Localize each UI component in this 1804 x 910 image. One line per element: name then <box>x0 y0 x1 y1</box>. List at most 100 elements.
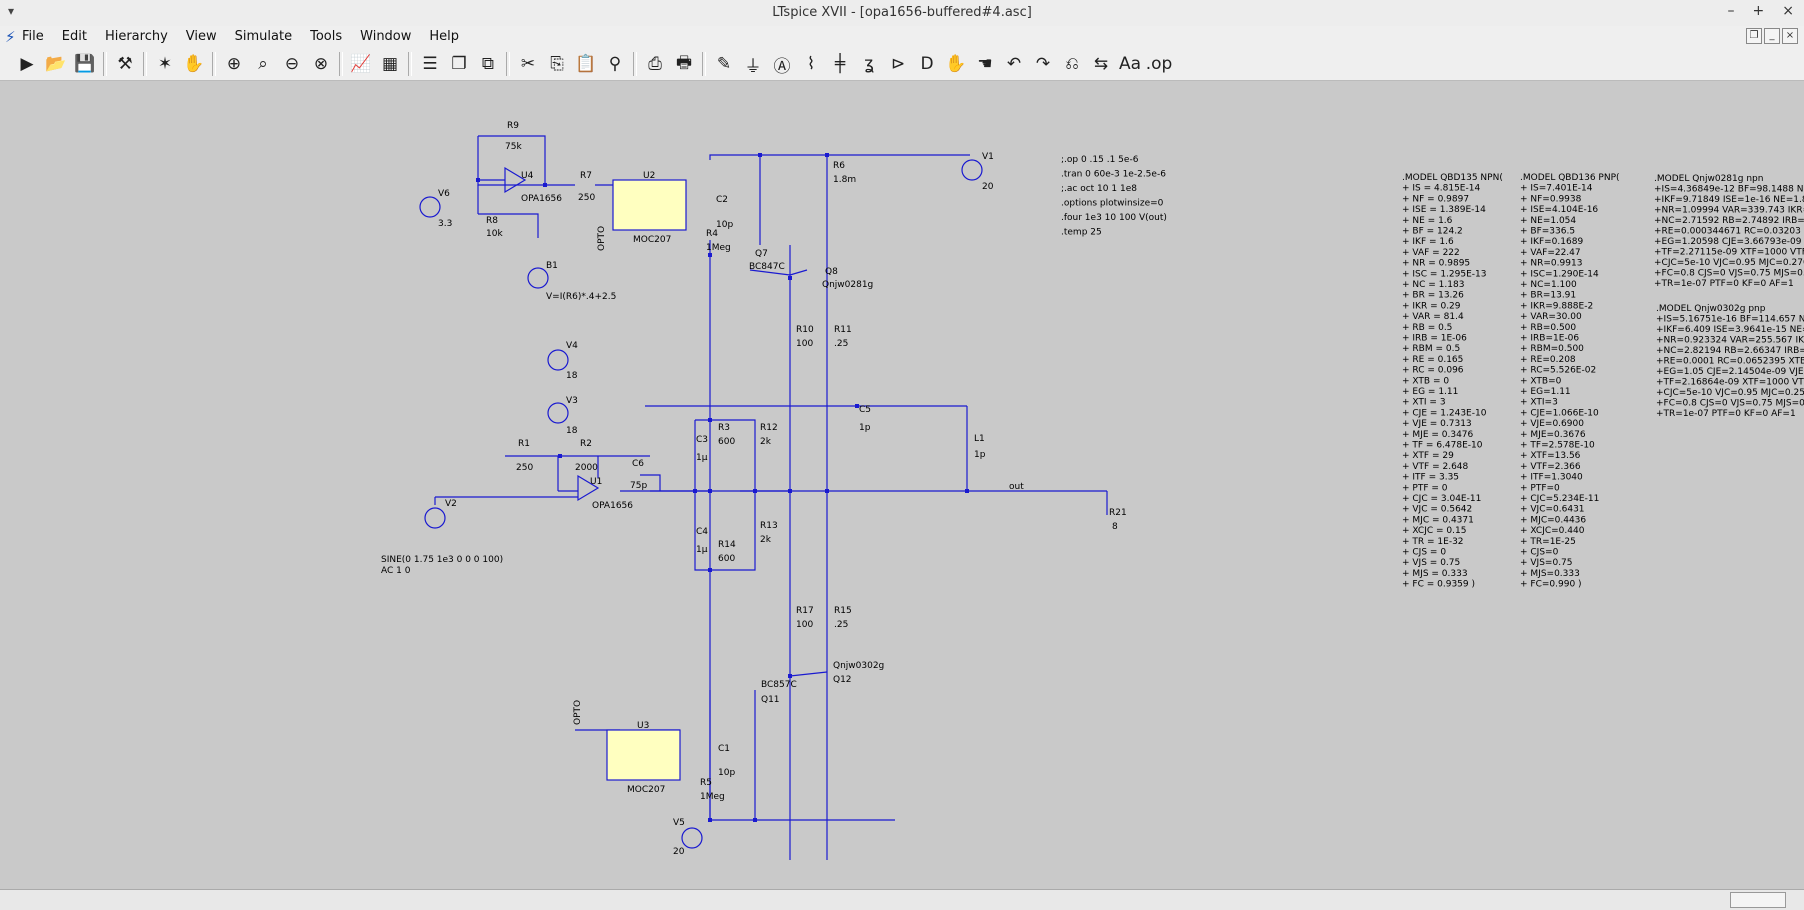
menu-file[interactable]: File <box>22 29 44 44</box>
open-icon[interactable]: 📂 <box>45 54 67 74</box>
move-icon[interactable]: ✋ <box>945 54 967 74</box>
opamp-u1[interactable] <box>577 474 600 502</box>
mdi-close-icon[interactable]: × <box>1782 28 1798 44</box>
c2-value: 10p <box>716 220 733 230</box>
print-preview-icon[interactable]: ⎙ <box>648 54 662 74</box>
copy-icon[interactable]: ⎘ <box>550 54 564 74</box>
net-label-out[interactable]: out <box>1009 482 1024 492</box>
model4-line: +EG=1.05 CJE=2.14504e-09 VJE=0 <box>1656 367 1804 377</box>
model2-line: + NC=1.100 <box>1520 280 1577 290</box>
r11-ref: R11 <box>834 325 852 335</box>
run-icon[interactable]: ▶ <box>20 54 34 74</box>
cascade-icon[interactable]: ❐ <box>451 54 467 74</box>
halt-icon[interactable]: ✶ <box>157 54 173 74</box>
waveform-icon[interactable]: 📈 <box>350 54 372 74</box>
model4-line: +NR=0.923324 VAR=255.567 IKR= <box>1656 336 1804 346</box>
model1-line: + MJE = 0.3476 <box>1402 430 1474 440</box>
voltage-source-v3[interactable] <box>547 402 569 424</box>
redo-icon[interactable]: ↷ <box>1035 54 1051 74</box>
print-icon[interactable]: 🖶 <box>675 52 693 73</box>
net-label-opto-top[interactable]: OPTO <box>597 226 607 251</box>
v4-ref: V4 <box>566 341 578 351</box>
wire-icon[interactable]: ✎ <box>716 54 732 74</box>
find-icon[interactable]: ⚲ <box>608 54 622 74</box>
opamp-u4[interactable] <box>504 166 527 194</box>
resistor-icon[interactable]: ⌇ <box>806 54 816 74</box>
model1-line: + IKF = 1.6 <box>1402 237 1454 247</box>
model-qbd135[interactable]: .MODEL QBD135 NPN(+ IS = 4.815E-14+ NF =… <box>1402 173 1503 590</box>
voltage-source-b1[interactable] <box>527 267 549 289</box>
r11-value: .25 <box>834 339 848 349</box>
minimize-button[interactable]: – <box>1727 3 1735 19</box>
capacitor-icon[interactable]: ╪ <box>834 54 846 74</box>
menu-view[interactable]: View <box>185 29 217 44</box>
optocoupler-u2[interactable] <box>612 179 687 231</box>
schematic-canvas[interactable]: R9 75k R7 250 R8 10k U4 OPA1656 U2 MOC20… <box>0 81 1804 889</box>
model4-line: +TR=1e-07 PTF=0 KF=0 AF=1 <box>1656 409 1796 419</box>
inductor-icon[interactable]: ʓ <box>864 54 874 74</box>
voltage-source-v2[interactable] <box>424 507 446 529</box>
r10-value: 100 <box>796 339 813 349</box>
voltage-source-v1[interactable] <box>961 159 983 181</box>
diode-icon[interactable]: ⊳ <box>890 54 906 74</box>
voltage-source-v4[interactable] <box>547 349 569 371</box>
label-icon[interactable]: Ⓐ <box>773 56 791 77</box>
menu-bar: ⚡ File Edit Hierarchy View Simulate Tools Wind… <box>0 26 1804 49</box>
directives-line: ;.ac oct 10 1 1e8 <box>1061 184 1137 194</box>
net-label-opto-bottom[interactable]: OPTO <box>573 700 583 725</box>
c6-value: 75p <box>630 481 647 491</box>
menu-hierarchy[interactable]: Hierarchy <box>104 29 168 44</box>
undo-icon[interactable]: ↶ <box>1006 54 1022 74</box>
model1-line: + IRB = 1E-06 <box>1402 334 1467 344</box>
maximize-button[interactable]: + <box>1752 3 1765 19</box>
control-panel-icon[interactable]: ⚒ <box>117 54 133 74</box>
zoom-in-icon[interactable]: ⊕ <box>226 54 242 74</box>
menu-edit[interactable]: Edit <box>61 29 87 44</box>
ground-icon[interactable]: ⏚ <box>744 56 762 77</box>
zoom-cancel-icon[interactable]: ⊗ <box>313 54 329 74</box>
model2-line: + RC=5.526E-02 <box>1520 366 1596 376</box>
model-qnjw0281g[interactable]: .MODEL Qnjw0281g npn+IS=4.36849e-12 BF=9… <box>1654 174 1804 289</box>
q12-value: Qnjw0302g <box>833 661 884 671</box>
zoom-fit-icon[interactable]: ⌕ <box>258 54 268 74</box>
r14-value: 600 <box>718 554 735 564</box>
mdi-minimize-icon[interactable]: _ <box>1764 28 1780 44</box>
model4-line: .MODEL Qnjw0302g pnp <box>1656 304 1766 314</box>
spice-directives[interactable]: ;.op 0 .15 .1 5e-6.tran 0 60e-3 1e-2.5e-… <box>1061 155 1167 238</box>
menu-window[interactable]: Window <box>360 29 412 44</box>
component-icon[interactable]: D <box>920 54 934 74</box>
menu-tools[interactable]: Tools <box>310 29 343 44</box>
model-qbd136[interactable]: .MODEL QBD136 PNP(+ IS=7.401E-14+ NF=0.9… <box>1520 173 1620 590</box>
pan-hand-icon[interactable]: ✋ <box>183 54 205 74</box>
tile-horizontal-icon[interactable]: ☰ <box>422 54 438 74</box>
u4-value: OPA1656 <box>521 194 562 204</box>
ltspice-app-icon[interactable]: ⚡ <box>5 28 16 46</box>
model4-line: +RE=0.0001 RC=0.0652395 XTB=1 <box>1656 357 1804 367</box>
rotate-icon[interactable]: ⎌ <box>1065 54 1079 74</box>
waveform-alt-icon[interactable]: ▦ <box>381 54 399 74</box>
cut-icon[interactable]: ✂ <box>520 54 536 74</box>
spice-directive-icon[interactable]: .op <box>1145 54 1173 74</box>
model-qnjw0302g[interactable]: .MODEL Qnjw0302g pnp+IS=5.16751e-16 BF=1… <box>1656 304 1804 419</box>
text-icon[interactable]: Aa <box>1118 54 1142 74</box>
r4-value: 1Meg <box>706 243 731 253</box>
paste-icon[interactable]: 📋 <box>575 54 597 74</box>
mdi-restore-icon[interactable]: ❐ <box>1746 28 1762 44</box>
drag-icon[interactable]: ☚ <box>977 54 993 74</box>
menu-help[interactable]: Help <box>429 29 460 44</box>
zoom-out-icon[interactable]: ⊖ <box>284 54 300 74</box>
tile-vertical-icon[interactable]: ⧉ <box>481 54 495 74</box>
r15-value: .25 <box>834 620 848 630</box>
window-menu-icon[interactable]: ▾ <box>8 4 15 18</box>
close-button[interactable]: × <box>1782 3 1794 19</box>
r13-value: 2k <box>760 535 772 545</box>
mirror-icon[interactable]: ⇆ <box>1093 54 1109 74</box>
menu-simulate[interactable]: Simulate <box>234 29 293 44</box>
model2-line: + IS=7.401E-14 <box>1520 184 1593 194</box>
optocoupler-u3[interactable] <box>606 729 681 781</box>
save-icon[interactable]: 💾 <box>74 54 96 74</box>
voltage-source-v5[interactable] <box>681 827 703 849</box>
u4-ref: U4 <box>521 171 534 181</box>
voltage-source-v6[interactable] <box>419 196 441 218</box>
toolbar-separator <box>212 52 216 76</box>
